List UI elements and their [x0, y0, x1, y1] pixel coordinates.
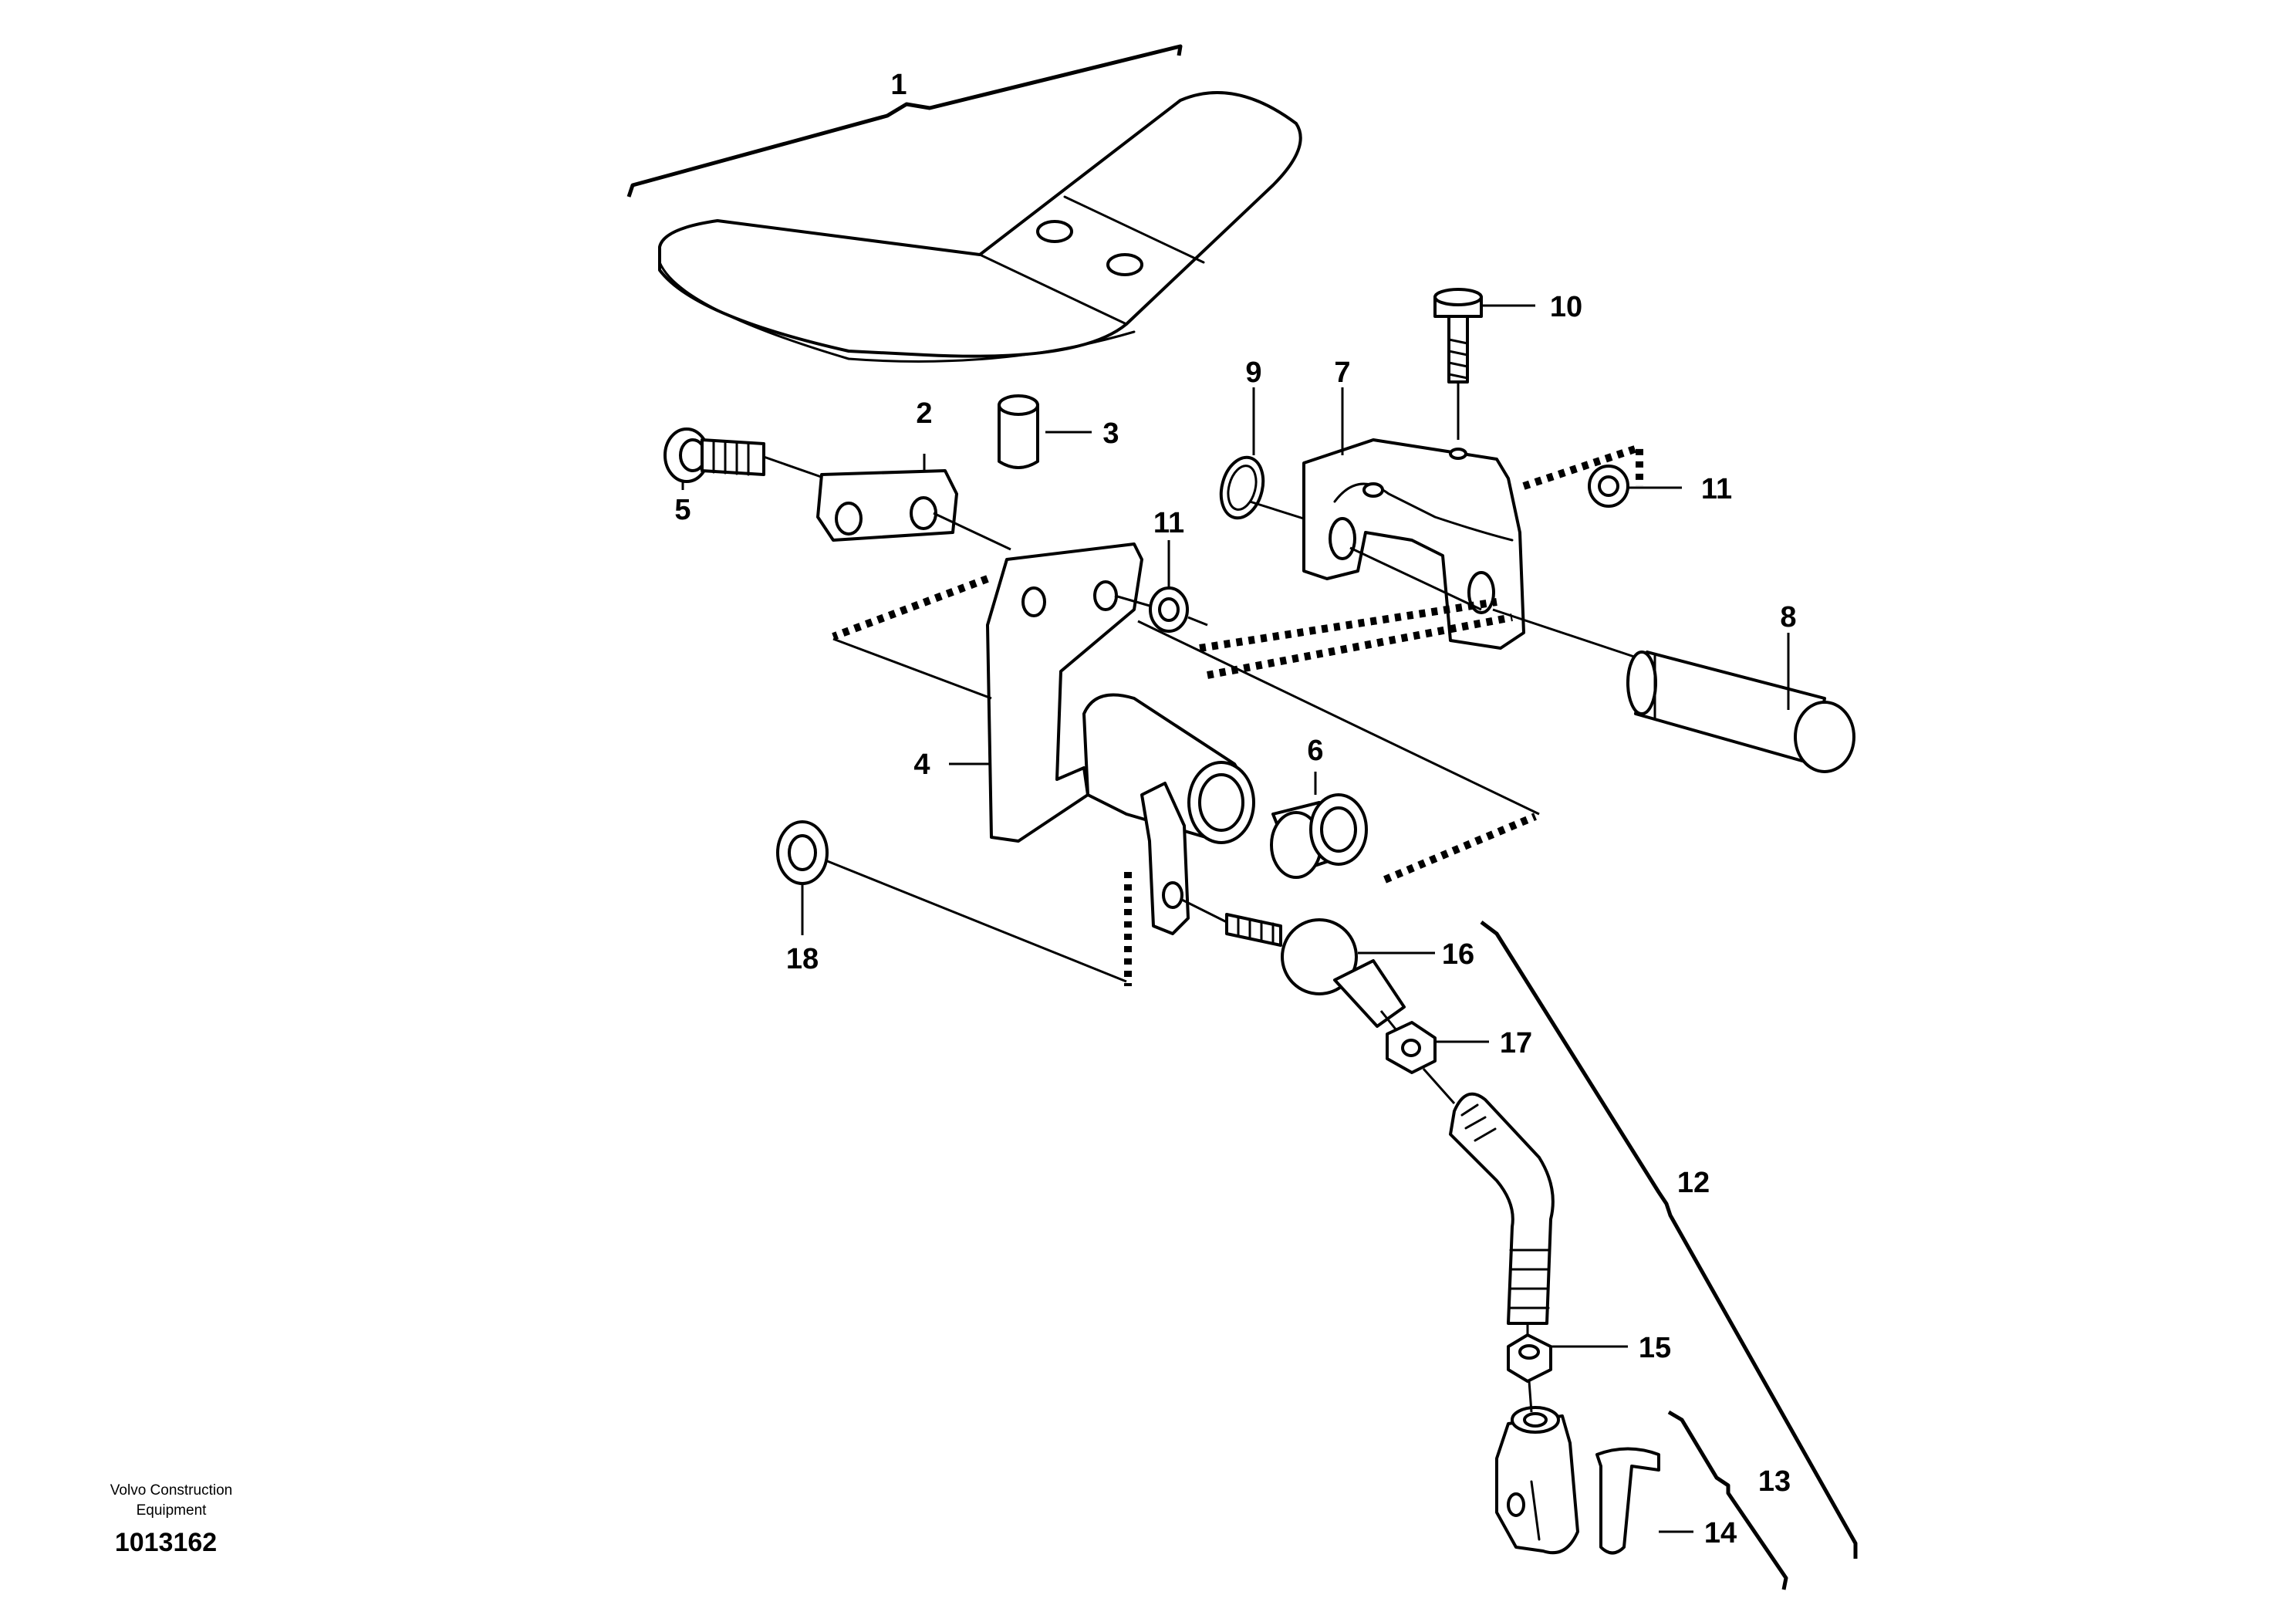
- clevis-bracket-7: [1302, 438, 1525, 650]
- drawing-number: 1013162: [115, 1528, 217, 1557]
- callout-7: 7: [1334, 357, 1350, 389]
- nut-15: [1507, 1333, 1552, 1383]
- brace-13: [1667, 1410, 1788, 1590]
- clevis-fork: [1495, 1406, 1579, 1555]
- callout-10: 10: [1550, 291, 1582, 323]
- callout-14: 14: [1704, 1517, 1737, 1549]
- nut-17: [1386, 1021, 1437, 1074]
- brand-line-2: Equipment: [137, 1502, 208, 1519]
- callout-11-left: 11: [1153, 507, 1184, 539]
- dashed-guides: [832, 442, 1643, 986]
- drawing-footer: Volvo Construction Equipment 1013162: [110, 1482, 232, 1557]
- callout-15: 15: [1639, 1332, 1671, 1364]
- callout-3: 3: [1102, 417, 1119, 450]
- callout-11-right: 11: [1701, 473, 1732, 505]
- callout-13: 13: [1758, 1465, 1791, 1498]
- callout-12: 12: [1677, 1167, 1710, 1199]
- pedal-pad: [658, 91, 1302, 363]
- callout-16: 16: [1442, 938, 1474, 971]
- callout-1: 1: [890, 69, 907, 101]
- callout-17: 17: [1500, 1027, 1532, 1059]
- bushing-6: [1270, 793, 1368, 879]
- ball-stud-16: [1225, 913, 1406, 1028]
- rod-12: [1449, 1092, 1555, 1325]
- callout-2: 2: [916, 397, 932, 430]
- bolt-hole: [1449, 448, 1467, 460]
- callout-5: 5: [674, 494, 690, 526]
- flange-nut-11-left: [1149, 586, 1189, 633]
- brace-12: [1480, 921, 1858, 1559]
- clip-14: [1595, 1447, 1660, 1555]
- callout-4: 4: [913, 748, 930, 781]
- bushing-3: [998, 394, 1039, 469]
- pin-8: [1626, 650, 1855, 773]
- callout-leaders: [681, 304, 1790, 1533]
- callout-6: 6: [1307, 735, 1323, 767]
- brace-1: [626, 44, 1183, 198]
- link-plate-2: [816, 469, 958, 542]
- snap-ring-9: [1219, 455, 1265, 520]
- brand-line-1: Volvo Construction: [110, 1482, 232, 1499]
- flange-nut-11-right: [1588, 465, 1629, 508]
- flange-nut-18: [776, 820, 829, 885]
- callout-9: 9: [1245, 357, 1261, 389]
- solid-guides: [832, 620, 1540, 816]
- bolt-5: [663, 427, 765, 483]
- callout-numbers: 1 2 3 5 9 7 10 11 11 8 4 6 18 16 17 12 1…: [674, 69, 1796, 1549]
- bracket-4: [986, 542, 1255, 935]
- callout-18: 18: [786, 943, 819, 975]
- callout-8: 8: [1780, 601, 1796, 634]
- bolt-10: [1433, 288, 1483, 384]
